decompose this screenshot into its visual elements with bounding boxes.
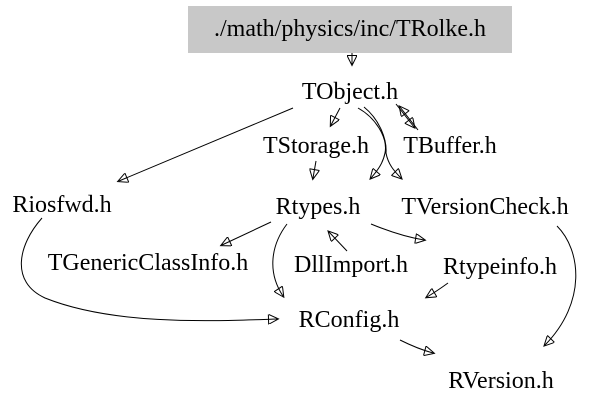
node-tgenericclassinfo[interactable]: TGenericClassInfo.h bbox=[47, 250, 249, 276]
edge-tversioncheck-rversion bbox=[545, 225, 577, 345]
edge-rtypes-tgenericclassinfo bbox=[222, 221, 272, 245]
node-rtypeinfo[interactable]: Rtypeinfo.h bbox=[443, 254, 557, 280]
node-tversioncheck[interactable]: TVersionCheck.h bbox=[401, 194, 569, 220]
edge-riosfwd-rconfig bbox=[20, 217, 277, 321]
node-rconfig[interactable]: RConfig.h bbox=[298, 307, 400, 333]
node-trolke-root: ./math/physics/inc/TRolke.h bbox=[188, 6, 512, 53]
edge-tobject-tbuffer bbox=[395, 103, 414, 127]
edge-tobject-rtypes bbox=[357, 107, 386, 178]
edge-rtypeinfo-rconfig bbox=[427, 282, 449, 297]
node-tstorage[interactable]: TStorage.h bbox=[263, 133, 369, 159]
node-tobject[interactable]: TObject.h bbox=[301, 79, 399, 105]
node-rtypes[interactable]: Rtypes.h bbox=[275, 194, 361, 220]
node-trolke-label: ./math/physics/inc/TRolke.h bbox=[214, 16, 486, 42]
edge-tobject-riosfwd bbox=[119, 107, 294, 181]
edge-tbuffer-tobject bbox=[400, 107, 419, 131]
edge-rconfig-rversion bbox=[399, 339, 433, 353]
edge-tstorage-rtypes bbox=[313, 160, 316, 178]
node-dllimport[interactable]: DllImport.h bbox=[294, 252, 408, 278]
edge-dllimport-rtypes bbox=[329, 232, 348, 252]
edge-tobject-tstorage bbox=[331, 107, 341, 125]
node-rversion[interactable]: RVersion.h bbox=[448, 368, 554, 394]
edge-rtypes-rtypeinfo bbox=[370, 223, 424, 240]
node-riosfwd[interactable]: Riosfwd.h bbox=[12, 192, 112, 218]
edge-rtypes-rconfig bbox=[272, 223, 288, 296]
edge-tobject-tversioncheck bbox=[363, 106, 401, 178]
node-tbuffer[interactable]: TBuffer.h bbox=[403, 133, 497, 159]
